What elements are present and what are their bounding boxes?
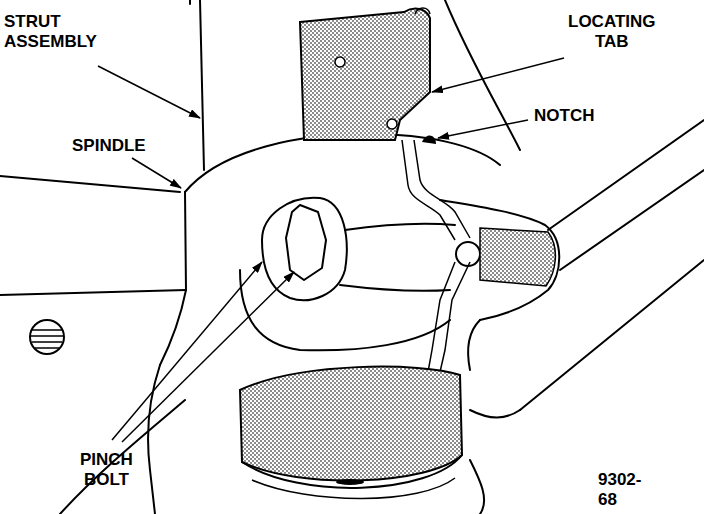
part-label: STRUT ASSEMBLY (4, 12, 97, 51)
part-label: PINCH BOLT (80, 450, 133, 489)
part-label: NOTCH (534, 106, 594, 126)
figure-number: 9302-68 (598, 470, 641, 509)
part-label: LOCATING TAB (568, 12, 656, 51)
part-label: SPINDLE (72, 136, 146, 156)
